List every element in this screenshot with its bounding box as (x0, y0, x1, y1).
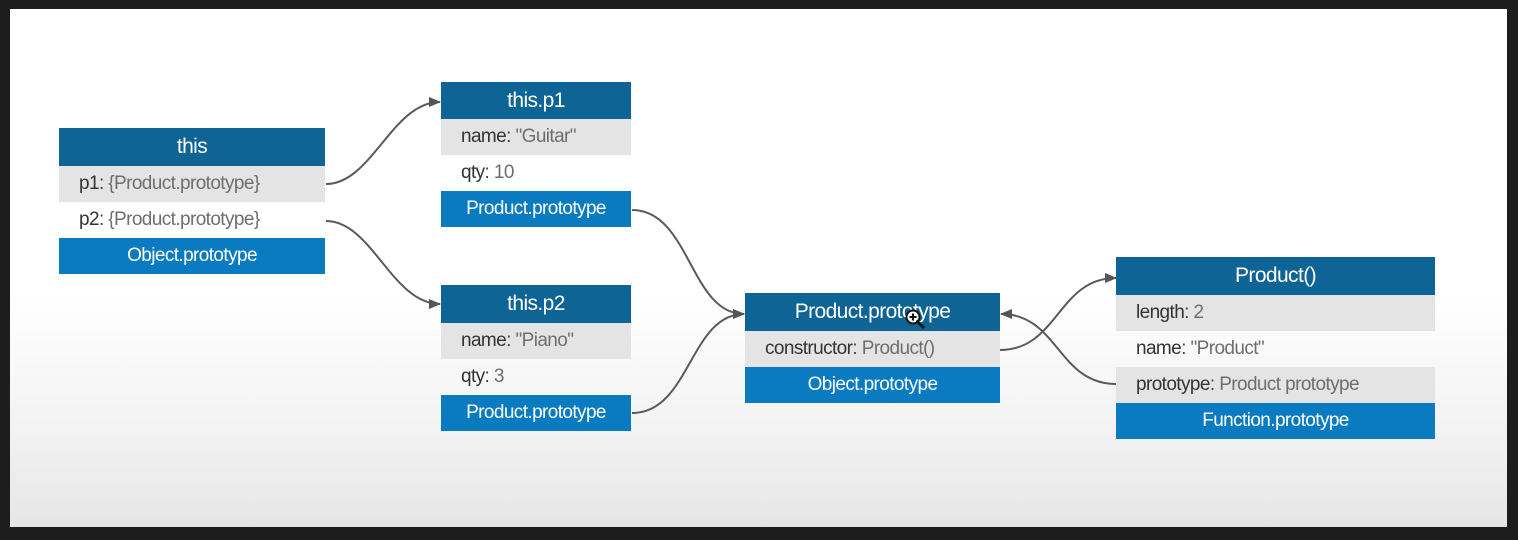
prop-key: name (461, 330, 507, 351)
prop-value: 3 (493, 366, 505, 387)
prop-value: {Product.prototype} (108, 173, 260, 194)
prop-value: "Piano" (515, 330, 574, 351)
prop-qty: qty: 3 (461, 366, 505, 387)
node-this-proto: Object.prototype (59, 238, 325, 274)
prop-constructor: constructor: Product() (745, 331, 1000, 367)
node-this-p1: this.p1 name: "Guitar" qty: 10 Product.p… (441, 82, 631, 227)
prop-value: "Guitar" (515, 126, 577, 147)
prop-key: length (1136, 302, 1185, 323)
prop-name: name: "Product" (1136, 338, 1265, 359)
prop-key: qty (461, 162, 485, 183)
prop-key: p2 (79, 209, 100, 230)
node-p2-proto: Product.prototype (441, 395, 631, 431)
prop-key: name (1136, 338, 1182, 359)
prop-key: name (461, 126, 507, 147)
prop-key: p1 (79, 173, 100, 194)
prop-value: Product prototype (1219, 374, 1359, 395)
node-product-fn-proto: Function.prototype (1116, 403, 1435, 439)
prop-key: constructor (765, 338, 853, 359)
prop-value: Product() (861, 338, 935, 359)
node-product-function: Product() length: 2 name: "Product" prot… (1116, 257, 1435, 439)
prop-value: "Product" (1190, 338, 1265, 359)
zoom-in-cursor-icon (905, 309, 925, 329)
prop-value: 2 (1193, 302, 1205, 323)
node-product-prototype-title: Product.prototype (745, 293, 1000, 331)
node-product-fn-title: Product() (1116, 257, 1435, 295)
prop-key: qty (461, 366, 485, 387)
prop-p2: p2: {Product.prototype} (79, 209, 260, 230)
node-product-prototype: Product.prototype constructor: Product()… (745, 293, 1000, 403)
prop-length: length: 2 (1116, 295, 1435, 331)
prop-value: {Product.prototype} (108, 209, 260, 230)
node-this: this p1: {Product.prototype} p2: {Produc… (59, 128, 325, 274)
prop-name: name: "Guitar" (441, 119, 631, 155)
node-this-title: this (59, 128, 325, 166)
prop-value: 10 (493, 162, 515, 183)
node-this-p2: this.p2 name: "Piano" qty: 3 Product.pro… (441, 285, 631, 431)
node-p1-title: this.p1 (441, 82, 631, 119)
prop-p1: p1: {Product.prototype} (59, 166, 325, 202)
prop-name: name: "Piano" (441, 323, 631, 359)
node-product-prototype-proto: Object.prototype (745, 367, 1000, 403)
prop-key: prototype (1136, 374, 1210, 395)
node-p1-proto: Product.prototype (441, 191, 631, 227)
node-p2-title: this.p2 (441, 285, 631, 323)
prop-qty: qty: 10 (461, 162, 515, 183)
prop-prototype: prototype: Product prototype (1116, 367, 1435, 403)
